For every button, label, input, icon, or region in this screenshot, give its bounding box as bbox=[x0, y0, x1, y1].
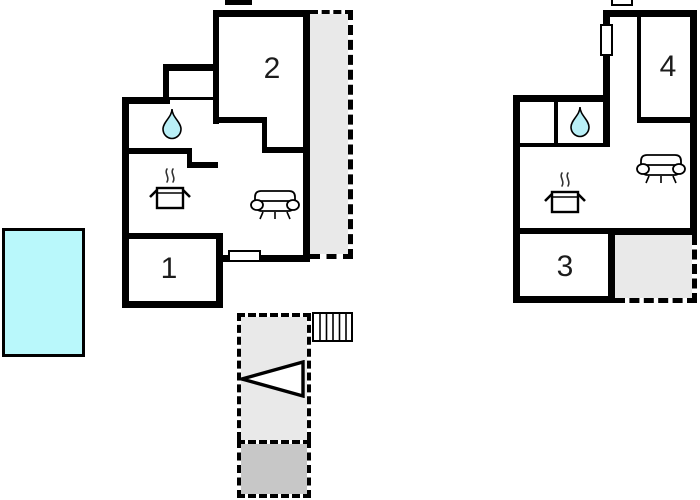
entrance-door-icon bbox=[228, 250, 261, 262]
wall bbox=[303, 10, 310, 262]
direction-arrow-icon bbox=[240, 360, 306, 398]
interior-wall bbox=[122, 148, 192, 154]
interior-wall bbox=[187, 162, 218, 168]
interior-wall bbox=[262, 117, 267, 153]
wall bbox=[163, 64, 219, 71]
chimney-icon bbox=[225, 0, 252, 5]
wall bbox=[513, 296, 615, 303]
wall bbox=[122, 97, 129, 308]
interior-wall bbox=[519, 143, 608, 147]
patio-dark-area bbox=[237, 440, 311, 498]
wall bbox=[216, 255, 310, 262]
wall bbox=[513, 228, 614, 234]
interior-wall bbox=[637, 16, 641, 120]
wall bbox=[216, 233, 223, 308]
stove-pot-icon bbox=[148, 166, 192, 216]
interior-wall bbox=[187, 148, 192, 168]
sofa-icon bbox=[250, 188, 300, 222]
terrace-area bbox=[310, 10, 353, 259]
interior-wall bbox=[554, 102, 558, 147]
wall bbox=[513, 95, 610, 102]
interior-wall bbox=[213, 117, 267, 123]
wall bbox=[603, 10, 610, 147]
wall bbox=[608, 228, 697, 235]
stairs-icon bbox=[312, 312, 353, 342]
window-icon bbox=[600, 24, 613, 56]
swimming-pool bbox=[2, 228, 85, 357]
wall bbox=[122, 97, 170, 104]
wall bbox=[603, 10, 697, 17]
interior-wall bbox=[637, 117, 697, 123]
wall bbox=[513, 95, 520, 303]
chimney-icon bbox=[611, 0, 633, 6]
room-label-4: 4 bbox=[659, 50, 677, 83]
room-label-1: 1 bbox=[160, 252, 178, 285]
wall bbox=[163, 64, 169, 104]
wall bbox=[213, 10, 310, 17]
wall bbox=[608, 228, 615, 303]
interior-wall bbox=[262, 147, 310, 153]
water-drop-icon bbox=[568, 106, 592, 138]
stove-pot-icon bbox=[543, 170, 587, 220]
terrace-area bbox=[615, 235, 697, 303]
wall bbox=[122, 301, 223, 308]
wall bbox=[122, 233, 223, 239]
sofa-icon bbox=[636, 152, 686, 186]
room-label-3: 3 bbox=[556, 250, 574, 283]
interior-wall bbox=[169, 97, 216, 100]
room-label-2: 2 bbox=[263, 52, 281, 85]
water-drop-icon bbox=[160, 108, 184, 140]
